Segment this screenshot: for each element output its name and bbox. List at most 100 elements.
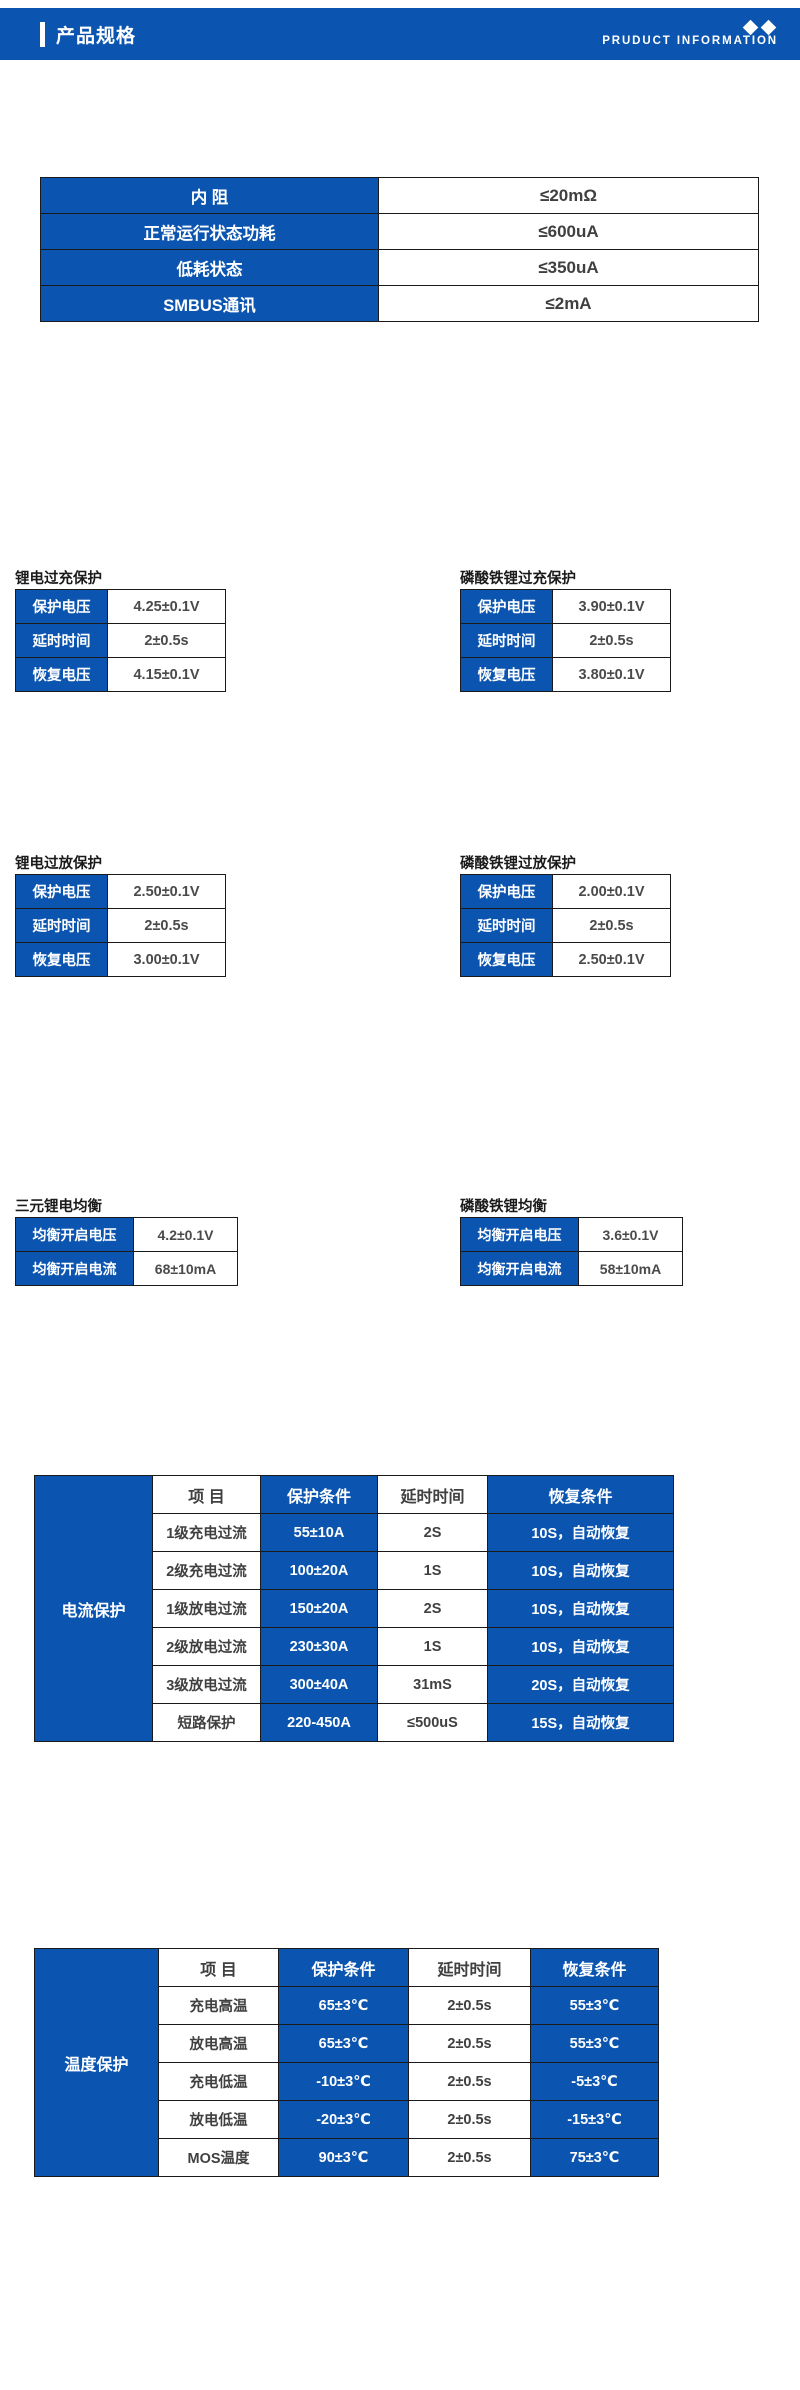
cell-delay: 1S bbox=[377, 1551, 488, 1590]
row-label: 保护电压 bbox=[460, 589, 553, 624]
header-diamond-group bbox=[742, 19, 777, 35]
table-row: 正常运行状态功耗 ≤600uA bbox=[40, 213, 759, 250]
cell-item: 放电低温 bbox=[158, 2100, 279, 2139]
cell-recovery: 20S，自动恢复 bbox=[487, 1665, 674, 1704]
cell-delay: 2±0.5s bbox=[408, 2024, 531, 2063]
page-header-banner: 产品规格 PRUDUCT INFORMATION bbox=[0, 8, 800, 60]
table-row: 充电高温 65±3℃ 2±0.5s 55±3℃ bbox=[35, 1986, 659, 2025]
diamond-icon bbox=[742, 19, 759, 35]
cell-recovery: 55±3℃ bbox=[530, 2024, 659, 2063]
balance-lifepo4-table: 均衡开启电压 3.6±0.1V 均衡开启电流 58±10mA bbox=[460, 1217, 683, 1286]
row-value: 4.25±0.1V bbox=[107, 589, 226, 624]
cell-item: 3级放电过流 bbox=[152, 1665, 261, 1704]
table-row: 低耗状态 ≤350uA bbox=[40, 249, 759, 286]
cell-item: 1级放电过流 bbox=[152, 1589, 261, 1628]
row-label: 保护电压 bbox=[460, 874, 553, 909]
row-value: 58±10mA bbox=[578, 1251, 683, 1286]
cell-condition: 100±20A bbox=[260, 1551, 378, 1590]
column-header-recovery: 恢复条件 bbox=[487, 1475, 674, 1514]
row-label: 延时时间 bbox=[460, 623, 553, 658]
basic-specs-table: 内 阻 ≤20mΩ 正常运行状态功耗 ≤600uA 低耗状态 ≤350uA SM… bbox=[40, 177, 759, 322]
balance-ternary-table: 均衡开启电压 4.2±0.1V 均衡开启电流 68±10mA bbox=[15, 1217, 238, 1286]
cell-item: 2级充电过流 bbox=[152, 1551, 261, 1590]
cell-item: 充电高温 bbox=[158, 1986, 279, 2025]
cell-item: 放电高温 bbox=[158, 2024, 279, 2063]
cell-delay: ≤500uS bbox=[377, 1703, 488, 1742]
cell-condition: 230±30A bbox=[260, 1627, 378, 1666]
table-row: 短路保护 220-450A ≤500uS 15S，自动恢复 bbox=[35, 1703, 674, 1742]
row-value: 2±0.5s bbox=[107, 623, 226, 658]
table-row: 放电低温 -20±3℃ 2±0.5s -15±3℃ bbox=[35, 2100, 659, 2139]
spec-value: ≤350uA bbox=[378, 249, 759, 286]
table-row: 保护电压 2.00±0.1V bbox=[460, 874, 671, 909]
cell-delay: 2±0.5s bbox=[408, 2100, 531, 2139]
cell-item: 充电低温 bbox=[158, 2062, 279, 2101]
section-caption-balance-lifepo4: 磷酸铁锂均衡 bbox=[460, 1199, 547, 1215]
table-row: 恢复电压 2.50±0.1V bbox=[460, 942, 671, 977]
cell-recovery: -5±3℃ bbox=[530, 2062, 659, 2101]
spec-label: 内 阻 bbox=[40, 177, 379, 214]
column-header-recovery: 恢复条件 bbox=[530, 1948, 659, 1987]
column-header-item: 项 目 bbox=[152, 1475, 261, 1514]
spec-label: 低耗状态 bbox=[40, 249, 379, 286]
spec-label: 正常运行状态功耗 bbox=[40, 213, 379, 250]
table-row: 恢复电压 3.80±0.1V bbox=[460, 657, 671, 692]
table-row: 2级充电过流 100±20A 1S 10S，自动恢复 bbox=[35, 1551, 674, 1590]
table-row: 1级放电过流 150±20A 2S 10S，自动恢复 bbox=[35, 1589, 674, 1628]
cell-recovery: 10S，自动恢复 bbox=[487, 1551, 674, 1590]
current-protection-table: 电流保护 项 目 保护条件 延时时间 恢复条件 1级充电过流 55±10A 2S… bbox=[34, 1475, 674, 1742]
cell-condition: 65±3℃ bbox=[278, 2024, 409, 2063]
cell-recovery: 10S，自动恢复 bbox=[487, 1589, 674, 1628]
header-right-group: PRUDUCT INFORMATION bbox=[602, 19, 778, 47]
table-row: 保护电压 2.50±0.1V bbox=[15, 874, 226, 909]
row-value: 4.2±0.1V bbox=[133, 1217, 238, 1252]
row-value: 2±0.5s bbox=[552, 908, 671, 943]
row-label: 恢复电压 bbox=[460, 942, 553, 977]
row-label: 延时时间 bbox=[460, 908, 553, 943]
row-value: 2±0.5s bbox=[552, 623, 671, 658]
section-caption-overcharge-lifepo4: 磷酸铁锂过充保护 bbox=[460, 571, 576, 587]
table-row: 均衡开启电流 58±10mA bbox=[460, 1251, 683, 1286]
current-protection-side-label: 电流保护 bbox=[34, 1475, 153, 1742]
table-row: 2级放电过流 230±30A 1S 10S，自动恢复 bbox=[35, 1627, 674, 1666]
cell-condition: 65±3℃ bbox=[278, 1986, 409, 2025]
row-label: 延时时间 bbox=[15, 908, 108, 943]
overdischarge-lifepo4-table: 保护电压 2.00±0.1V 延时时间 2±0.5s 恢复电压 2.50±0.1… bbox=[460, 874, 671, 977]
cell-delay: 2S bbox=[377, 1589, 488, 1628]
table-row: 延时时间 2±0.5s bbox=[15, 623, 226, 658]
cell-delay: 2S bbox=[377, 1513, 488, 1552]
table-row: 均衡开启电压 4.2±0.1V bbox=[15, 1217, 238, 1252]
cell-condition: 220-450A bbox=[260, 1703, 378, 1742]
column-header-item: 项 目 bbox=[158, 1948, 279, 1987]
table-row: 均衡开启电流 68±10mA bbox=[15, 1251, 238, 1286]
row-label: 恢复电压 bbox=[15, 657, 108, 692]
row-value: 3.80±0.1V bbox=[552, 657, 671, 692]
table-row: MOS温度 90±3℃ 2±0.5s 75±3℃ bbox=[35, 2138, 659, 2177]
row-value: 3.6±0.1V bbox=[578, 1217, 683, 1252]
row-value: 3.90±0.1V bbox=[552, 589, 671, 624]
section-caption-overdischarge-lithium: 锂电过放保护 bbox=[15, 856, 102, 872]
row-label: 恢复电压 bbox=[460, 657, 553, 692]
cell-recovery: 15S，自动恢复 bbox=[487, 1703, 674, 1742]
row-label: 均衡开启电压 bbox=[15, 1217, 134, 1252]
row-label: 均衡开启电压 bbox=[460, 1217, 579, 1252]
column-header-condition: 保护条件 bbox=[278, 1948, 409, 1987]
column-header-condition: 保护条件 bbox=[260, 1475, 378, 1514]
table-row: 内 阻 ≤20mΩ bbox=[40, 177, 759, 214]
table-row: 恢复电压 3.00±0.1V bbox=[15, 942, 226, 977]
diamond-icon bbox=[760, 19, 777, 35]
cell-item: 2级放电过流 bbox=[152, 1627, 261, 1666]
row-value: 3.00±0.1V bbox=[107, 942, 226, 977]
cell-recovery: 10S，自动恢复 bbox=[487, 1513, 674, 1552]
table-row: 3级放电过流 300±40A 31mS 20S，自动恢复 bbox=[35, 1665, 674, 1704]
cell-recovery: -15±3℃ bbox=[530, 2100, 659, 2139]
row-label: 保护电压 bbox=[15, 589, 108, 624]
cell-condition: -10±3℃ bbox=[278, 2062, 409, 2101]
cell-delay: 1S bbox=[377, 1627, 488, 1666]
row-label: 均衡开启电流 bbox=[460, 1251, 579, 1286]
cell-item: MOS温度 bbox=[158, 2138, 279, 2177]
header-left-group: 产品规格 bbox=[40, 21, 136, 48]
table-row: 恢复电压 4.15±0.1V bbox=[15, 657, 226, 692]
cell-condition: 300±40A bbox=[260, 1665, 378, 1704]
